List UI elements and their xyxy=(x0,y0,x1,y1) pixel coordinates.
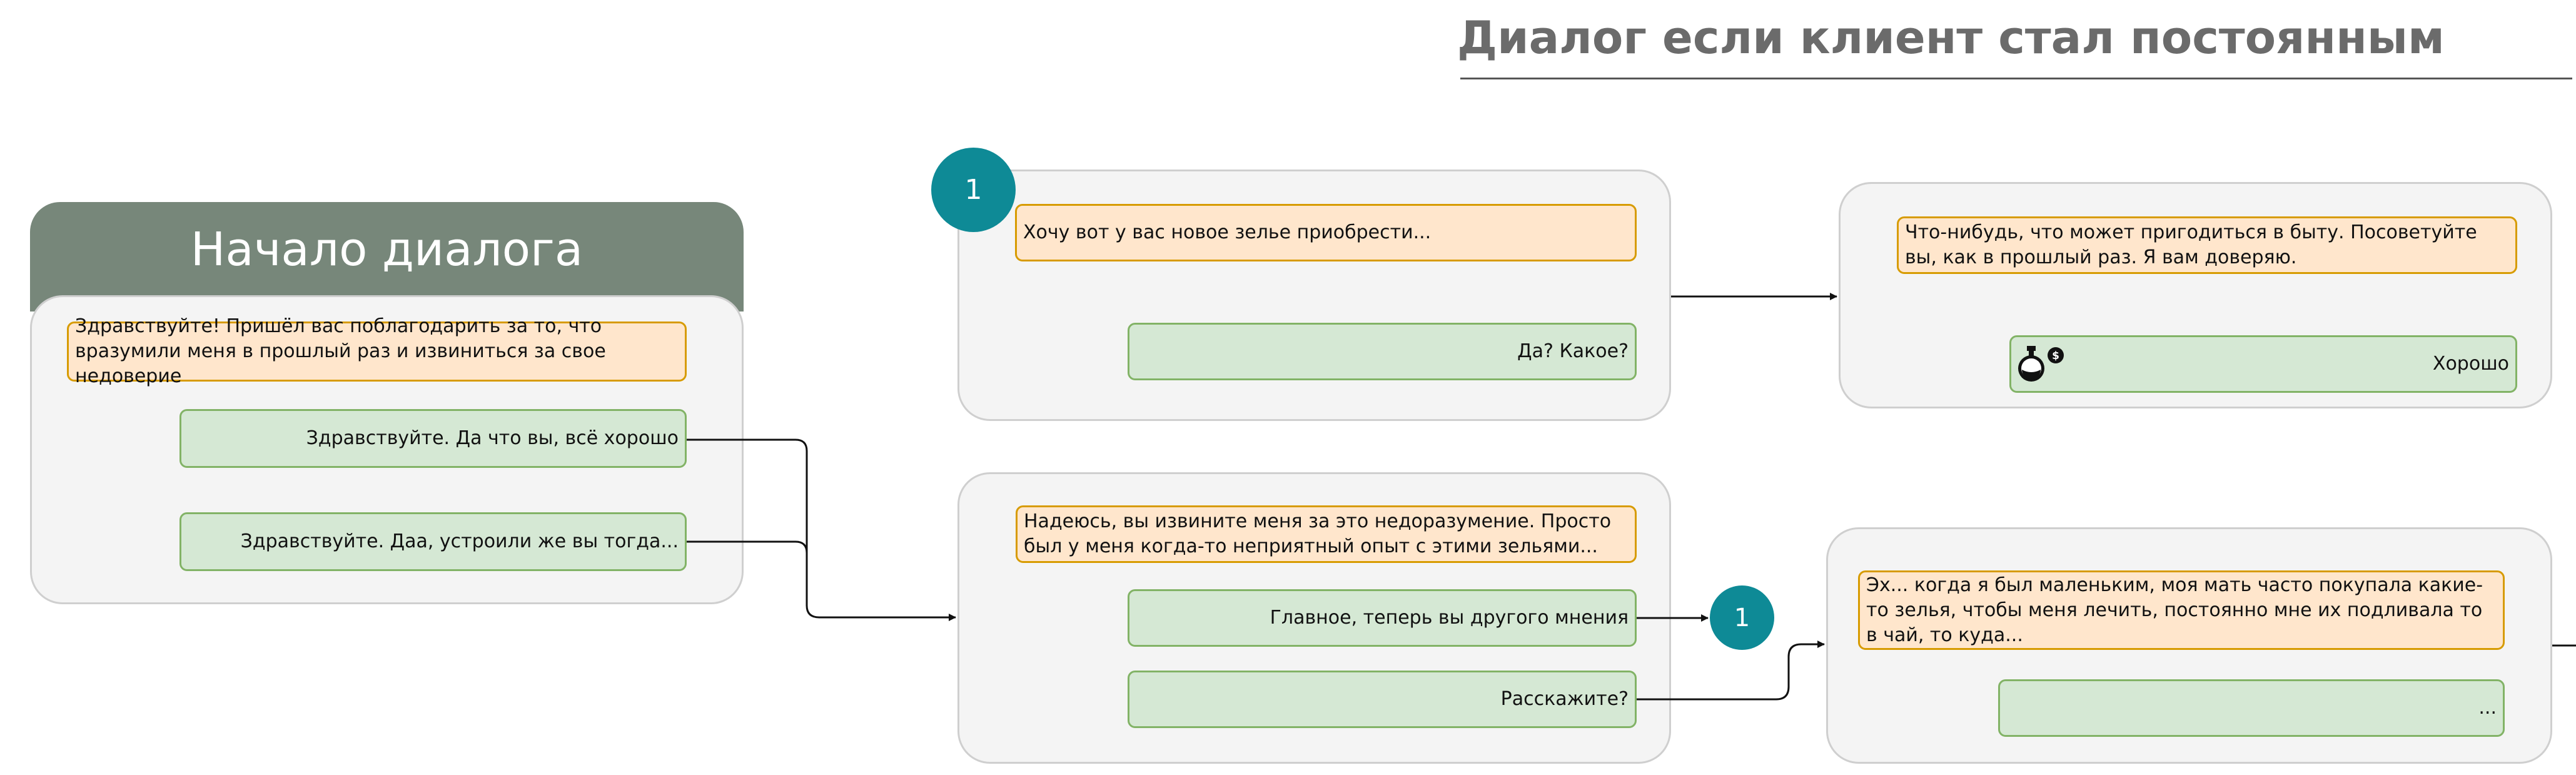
potion-coin-icon: $ xyxy=(2016,345,2068,386)
connector-reply2-to-story xyxy=(1637,641,1825,701)
node-top-npc-line: Хочу вот у вас новое зелье приобрести... xyxy=(1015,204,1637,261)
node-bottom-reply-2[interactable]: Расскажите? xyxy=(1128,671,1637,728)
node-bottom-reply-1[interactable]: Главное, теперь вы другого мнения xyxy=(1128,589,1637,647)
node-bottom-npc-line: Надеюсь, вы извините меня за это недораз… xyxy=(1016,505,1637,563)
connector-start-reply2 xyxy=(687,540,808,605)
start-reply-2[interactable]: Здравствуйте. Даа, устроили же вы тогда.… xyxy=(179,512,687,571)
diagram-title: Диалог если клиент стал постоянным xyxy=(1457,11,2445,64)
node-advice-reply[interactable]: Хорошо xyxy=(2009,335,2517,393)
node-story-npc-line: Эх... когда я был маленьким, моя мать ча… xyxy=(1858,570,2505,650)
node-story-reply[interactable]: ... xyxy=(1998,679,2505,737)
start-node-header: Начало диалога xyxy=(30,202,744,312)
svg-text:$: $ xyxy=(2052,350,2059,362)
node-top-badge: 1 xyxy=(931,148,1016,232)
start-reply-1[interactable]: Здравствуйте. Да что вы, всё хорошо xyxy=(179,409,687,468)
connector-start-reply1 xyxy=(687,438,956,621)
goto-badge: 1 xyxy=(1710,585,1774,650)
node-top-reply[interactable]: Да? Какое? xyxy=(1128,323,1637,380)
node-advice-npc-line: Что-нибудь, что может пригодиться в быту… xyxy=(1897,216,2517,274)
title-underline xyxy=(1460,78,2572,79)
